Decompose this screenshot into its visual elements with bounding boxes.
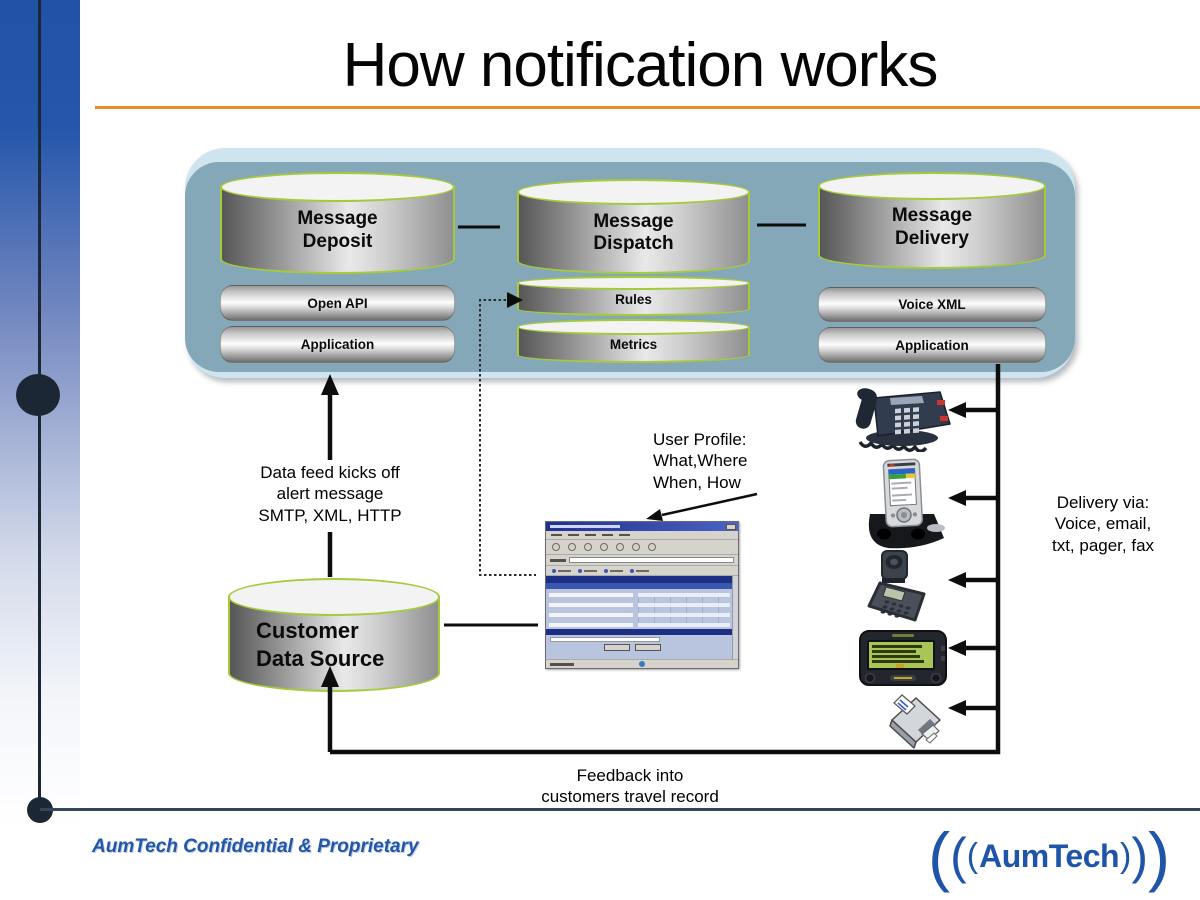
screenshot-menubar xyxy=(546,531,738,540)
logo-paren: ) xyxy=(1120,837,1132,875)
screenshot-form-fields-right xyxy=(638,593,730,627)
bar-voice-xml: Voice XML xyxy=(818,287,1046,322)
bar-open-api: Open API xyxy=(220,285,455,321)
screenshot-titlebar xyxy=(546,522,738,531)
cylinder-label: Customer Data Source xyxy=(256,618,385,671)
screenshot-status-bar xyxy=(546,659,738,668)
logo-text: AumTech xyxy=(979,838,1120,874)
disk-rules: Rules xyxy=(517,276,750,316)
footer-separator-line xyxy=(40,808,1200,811)
desk-phone-icon xyxy=(855,388,951,452)
cylinder-customer-data-source: Customer Data Source xyxy=(228,578,440,692)
screenshot-form-buttons xyxy=(604,644,661,651)
cell-phone-icon xyxy=(867,550,926,622)
bar-label: Voice XML xyxy=(898,297,966,312)
disk-label: Rules xyxy=(615,291,652,307)
note-user-profile: User Profile: What,Where When, How xyxy=(653,430,748,492)
disk-label: Metrics xyxy=(609,337,658,353)
screenshot-form-area xyxy=(546,576,738,659)
cylinder-message-dispatch: Message Dispatch xyxy=(517,179,750,274)
cylinder-message-delivery: Message Delivery xyxy=(818,172,1046,269)
arrowhead-user-profile xyxy=(646,509,663,521)
screenshot-toolbar xyxy=(546,540,738,555)
cylinder-label: Message Deposit xyxy=(297,208,378,252)
pager-icon xyxy=(859,630,947,686)
fax-machine-icon xyxy=(889,694,941,749)
logo-paren: ) xyxy=(1148,819,1170,893)
cylinder-label: Message Delivery xyxy=(891,205,973,249)
device-arrows xyxy=(948,402,998,716)
bar-label: Open API xyxy=(307,295,368,311)
bar-label: Application xyxy=(895,337,969,353)
screenshot-address-bar xyxy=(546,555,738,566)
arrow-user-profile xyxy=(661,492,758,517)
bar-label: Application xyxy=(300,337,375,352)
logo-paren: ( xyxy=(950,828,967,884)
cylinder-message-deposit: Message Deposit xyxy=(220,172,455,274)
confidentiality-notice: AumTech Confidential & Proprietary xyxy=(92,836,419,857)
note-delivery-via: Delivery via: Voice, email, txt, pager, … xyxy=(1051,493,1155,555)
screenshot-form-fields-left xyxy=(549,593,633,627)
logo-paren: ( xyxy=(966,837,979,875)
logo-paren: ) xyxy=(1131,828,1149,884)
bar-application-right: Application xyxy=(818,327,1046,363)
sidebar-circle-large xyxy=(16,374,60,416)
screenshot-links-bar xyxy=(546,566,738,576)
screenshot-window-buttons xyxy=(726,523,736,530)
user-profile-screenshot xyxy=(545,521,739,669)
screenshot-scrollbar xyxy=(732,576,738,659)
logo-paren: ( xyxy=(928,819,951,893)
disk-metrics: Metrics xyxy=(517,319,750,363)
cylinder-label: Message Dispatch xyxy=(593,210,674,254)
bar-application-left: Application xyxy=(220,326,455,363)
note-data-feed: Data feed kicks off alert message SMTP, … xyxy=(258,463,402,525)
title-underline xyxy=(95,106,1200,109)
page-title: How notification works xyxy=(342,31,939,100)
aumtech-logo: ( ( ( AumTech ) ) ) xyxy=(928,820,1170,892)
pda-icon xyxy=(868,458,945,549)
note-feedback: Feedback into customers travel record xyxy=(541,766,719,807)
